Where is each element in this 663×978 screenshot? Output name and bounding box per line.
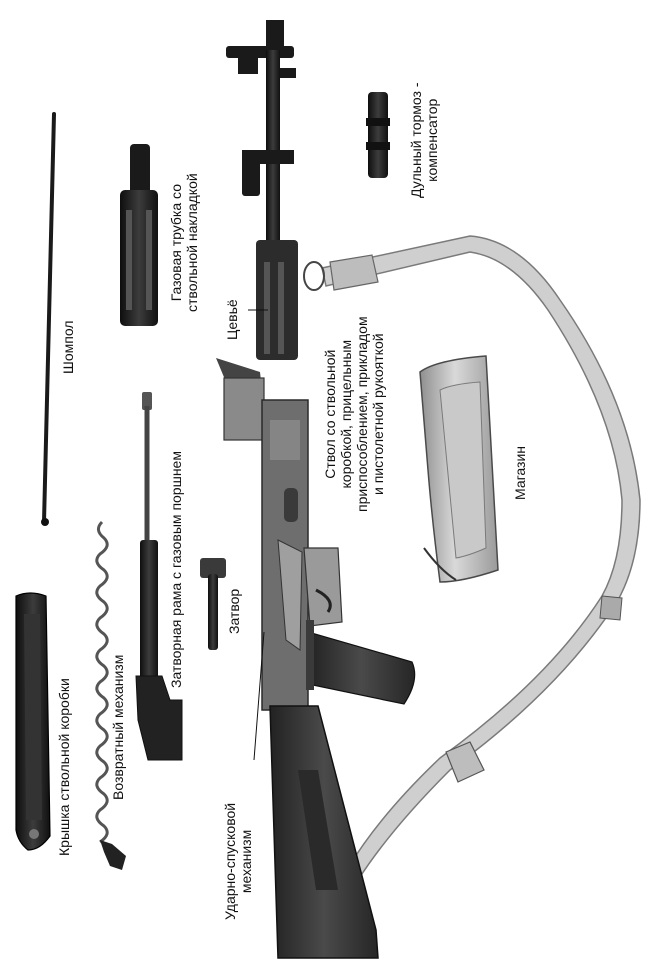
gas-tube-icon	[120, 144, 158, 326]
label-magazine: Магазин	[512, 445, 528, 500]
label-bolt-carrier: Затворная рама с газовым поршнем	[168, 451, 184, 688]
magazine-icon	[419, 355, 499, 583]
ak-rifle-body-icon	[216, 20, 416, 959]
label-handguard: Цевьё	[224, 299, 240, 340]
cleaning-rod-icon	[41, 112, 56, 526]
label-trigger: Ударно-спусковой механизм	[222, 802, 254, 920]
muzzle-brake-icon	[366, 92, 390, 178]
bolt-carrier-icon	[135, 392, 183, 761]
label-gas-tube: Газовая трубка со ствольной накладкой	[168, 173, 200, 312]
leader-lines	[248, 309, 268, 761]
recoil-spring-icon	[95, 520, 126, 870]
label-receiver-cover: Крышка ствольной коробки	[56, 678, 72, 856]
label-recoil-spring: Возвратный механизм	[110, 654, 126, 800]
label-bolt: Затвор	[226, 588, 242, 634]
label-muzzle-brake: Дульный тормоз - компенсатор	[408, 82, 440, 199]
label-cleaning-rod: Шомпол	[60, 320, 76, 374]
label-receiver-barrel: Ствол со ствольной коробкой, прицельным …	[322, 316, 386, 512]
receiver-cover-icon	[15, 592, 51, 851]
bolt-icon	[200, 558, 226, 650]
